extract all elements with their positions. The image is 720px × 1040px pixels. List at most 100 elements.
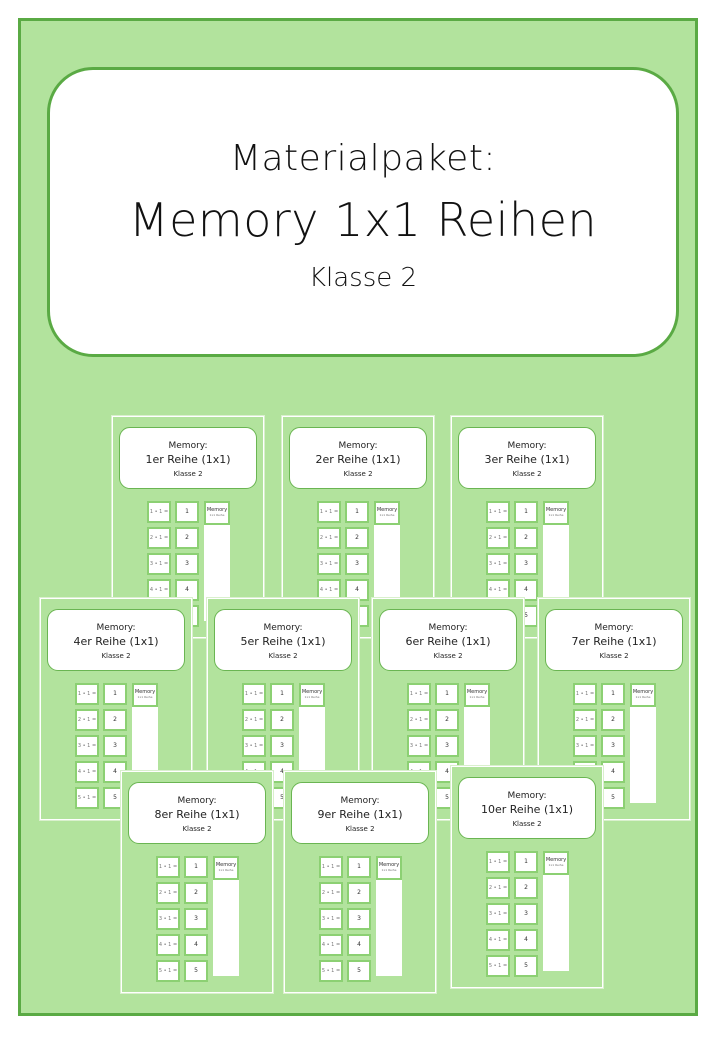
memory-tile-sub: 1x1 Reihe (381, 868, 397, 872)
memory-tile-title: Memory (215, 862, 237, 868)
task-tile: 1 • 1 = (486, 501, 510, 523)
result-tile: 2 (601, 709, 625, 731)
cover-grade: Klasse 2 (308, 263, 418, 293)
result-tile: 1 (345, 501, 369, 523)
card-header: Memory: 8er Reihe (1x1) Klasse 2 (128, 782, 266, 844)
card-label: Memory: (507, 791, 547, 801)
task-tile: 1 • 1 = (573, 683, 597, 705)
result-tile: 2 (175, 527, 199, 549)
result-tile: 3 (514, 903, 538, 925)
card-grade: Klasse 2 (343, 470, 373, 478)
card-title: 8er Reihe (1x1) (154, 808, 240, 821)
result-tile: 5 (601, 787, 625, 809)
card-label: Memory: (96, 623, 136, 633)
task-tile: 3 • 1 = (156, 908, 180, 930)
result-tile: 5 (347, 960, 371, 982)
card-title: 6er Reihe (1x1) (405, 635, 491, 648)
card-header: Memory: 9er Reihe (1x1) Klasse 2 (291, 782, 429, 844)
memory-tile-title: Memory (632, 689, 654, 695)
card-title: 9er Reihe (1x1) (317, 808, 403, 821)
card-label: Memory: (168, 441, 208, 451)
card-label: Memory: (340, 796, 380, 806)
result-tile: 1 (103, 683, 127, 705)
memory-tile-sub: 1x1 Reihe (379, 513, 395, 517)
result-tile: 1 (184, 856, 208, 878)
result-tile: 3 (175, 553, 199, 575)
card-header: Memory:5er Reihe (1x1)Klasse 2 (214, 609, 352, 671)
memory-tile-title: Memory (206, 507, 228, 513)
result-tile: 4 (514, 579, 538, 601)
task-tile: 2 • 1 = (75, 709, 99, 731)
memory-tile-title: Memory (545, 507, 567, 513)
result-tile: 3 (435, 735, 459, 757)
task-tile: 1 • 1 = (317, 501, 341, 523)
task-tile: 4 • 1 = (486, 929, 510, 951)
result-tile: 2 (514, 527, 538, 549)
task-tile: 2 • 1 = (407, 709, 431, 731)
task-tile: 2 • 1 = (317, 527, 341, 549)
card-grade: Klasse 2 (101, 652, 131, 660)
card-grade: Klasse 2 (268, 652, 298, 660)
memory-tile-sub: 1x1 Reihe (548, 513, 564, 517)
title-box: Materialpaket: Memory 1x1 Reihen Klasse … (47, 67, 679, 357)
task-tile: 2 • 1 = (147, 527, 171, 549)
task-tile: 1 • 1 = (486, 851, 510, 873)
memory-tile-sub: 1x1 Reihe (209, 513, 225, 517)
result-tile: 2 (435, 709, 459, 731)
card-label: Memory: (263, 623, 303, 633)
tile-grid: 1 • 1 =12 • 1 =23 • 1 =34 • 1 =45 • 1 =5… (317, 501, 407, 627)
card-grade: Klasse 2 (512, 470, 542, 478)
card-header: Memory:4er Reihe (1x1)Klasse 2 (47, 609, 185, 671)
task-tile: 3 • 1 = (317, 553, 341, 575)
memory-tile-title: Memory (376, 507, 398, 513)
result-tile: 2 (184, 882, 208, 904)
card-label: Memory: (428, 623, 468, 633)
card-grade: Klasse 2 (173, 470, 203, 478)
result-tile: 4 (514, 929, 538, 951)
result-tile: 2 (514, 877, 538, 899)
result-tile: 4 (184, 934, 208, 956)
card-header: Memory:2er Reihe (1x1)Klasse 2 (289, 427, 427, 489)
card-label: Memory: (338, 441, 378, 451)
result-tile: 1 (435, 683, 459, 705)
card-label: Memory: (177, 796, 217, 806)
task-tile: 3 • 1 = (486, 553, 510, 575)
result-tile: 2 (103, 709, 127, 731)
memory-tile-title: Memory (301, 689, 323, 695)
task-tile: 1 • 1 = (156, 856, 180, 878)
memory-tile-title: Memory (134, 689, 156, 695)
task-tile: 3 • 1 = (242, 735, 266, 757)
result-tile: 2 (345, 527, 369, 549)
result-tile: 3 (345, 553, 369, 575)
task-tile: 2 • 1 = (156, 882, 180, 904)
card-title: 3er Reihe (1x1) (484, 453, 570, 466)
memory-tile-sub: 1x1 Reihe (469, 695, 485, 699)
task-tile: 5 • 1 = (319, 960, 343, 982)
card-grade: Klasse 2 (182, 825, 212, 833)
card-label: Memory: (507, 441, 547, 451)
task-tile: 3 • 1 = (319, 908, 343, 930)
memory-tile-sub: 1x1 Reihe (137, 695, 153, 699)
task-tile: 1 • 1 = (319, 856, 343, 878)
card-header: Memory:1er Reihe (1x1)Klasse 2 (119, 427, 257, 489)
task-tile: 4 • 1 = (486, 579, 510, 601)
card-grade: Klasse 2 (345, 825, 375, 833)
task-tile: 1 • 1 = (407, 683, 431, 705)
card-title: 10er Reihe (1x1) (480, 803, 574, 816)
task-tile: 3 • 1 = (407, 735, 431, 757)
